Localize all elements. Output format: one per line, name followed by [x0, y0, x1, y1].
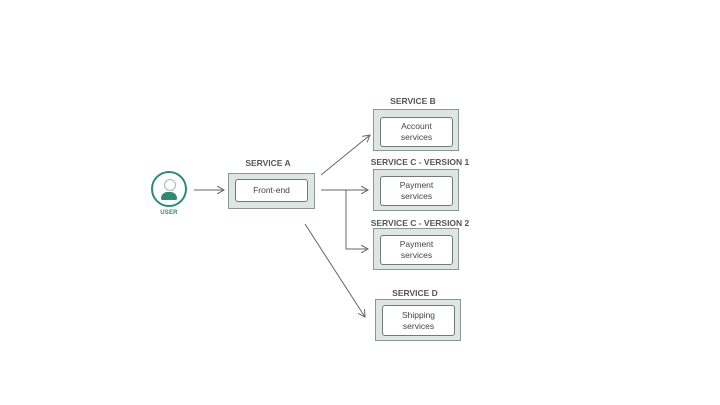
- arrow-service-a-to-service-c-v2: [345, 190, 368, 249]
- service-a-box: Front-end: [228, 173, 315, 209]
- service-d-component: Shipping services: [382, 305, 455, 336]
- user-label: USER: [160, 210, 178, 216]
- user-icon: [151, 171, 187, 207]
- service-c-v1-component: Payment services: [380, 176, 453, 206]
- user-body-shape: [161, 192, 177, 200]
- arrow-service-a-to-service-b: [320, 135, 370, 176]
- service-a-title: SERVICE A: [245, 158, 291, 168]
- service-d-box: Shipping services: [375, 299, 461, 341]
- service-b-box: Account services: [373, 109, 459, 151]
- service-c-v1-box: Payment services: [373, 169, 459, 211]
- service-d-title: SERVICE D: [392, 288, 438, 298]
- service-a-component: Front-end: [235, 179, 308, 202]
- service-c-v1-title: SERVICE C - VERSION 1: [370, 157, 470, 167]
- service-b-component: Account services: [380, 117, 453, 147]
- service-c-v2-component: Payment services: [380, 235, 453, 265]
- arrow-service-a-to-service-d: [304, 223, 365, 317]
- user-head-shape: [164, 179, 176, 191]
- service-c-v2-box: Payment services: [373, 228, 459, 270]
- service-c-v2-title: SERVICE C - VERSION 2: [370, 218, 470, 228]
- service-b-title: SERVICE B: [390, 96, 436, 106]
